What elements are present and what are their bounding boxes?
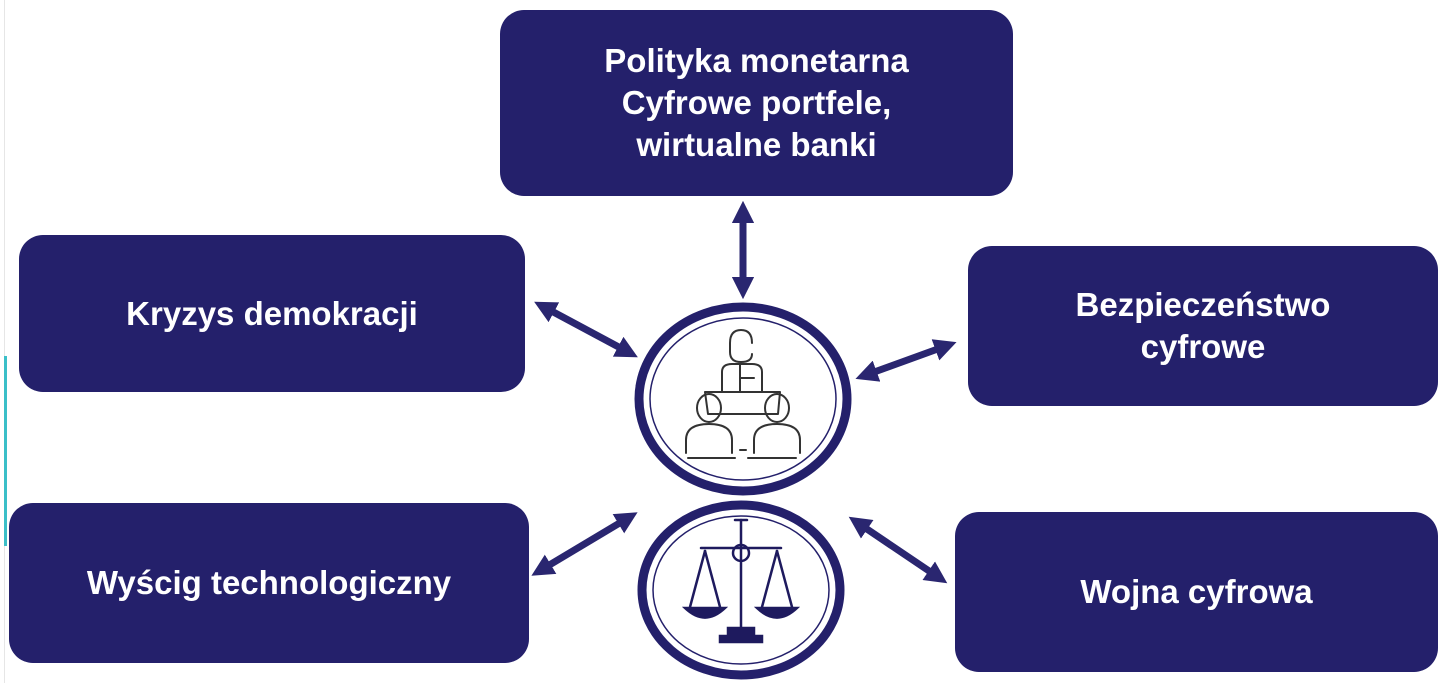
box-technology-race: Wyścig technologiczny	[9, 503, 529, 663]
left-edge-rule	[4, 0, 5, 683]
box-top-line-1: Polityka monetarna	[604, 42, 909, 79]
left-accent-bar	[4, 356, 7, 546]
box-left-lower-label: Wyścig technologiczny	[86, 564, 452, 601]
box-top-line-3: wirtualne banki	[636, 126, 877, 163]
box-top-line-2: Cyfrowe portfele,	[621, 84, 892, 121]
scales-of-justice-icon	[637, 500, 845, 680]
box-monetary-policy: Polityka monetarna Cyfrowe portfele, wir…	[500, 10, 1013, 196]
box-right-lower-label: Wojna cyfrowa	[1080, 573, 1313, 610]
box-digital-security: Bezpieczeństwo cyfrowe	[968, 246, 1438, 406]
box-left-upper-label: Kryzys demokracji	[126, 294, 418, 332]
arrow-left-lower	[531, 512, 638, 576]
box-right-upper-line-1: Bezpieczeństwo	[1075, 286, 1331, 323]
arrow-left-upper	[534, 301, 638, 358]
meeting-people-icon	[634, 302, 852, 496]
box-digital-war: Wojna cyfrowa	[955, 512, 1438, 672]
arrow-right-upper	[855, 339, 957, 382]
box-democracy-crisis: Kryzys demokracji	[19, 235, 525, 392]
box-right-upper-line-2: cyfrowe	[1140, 328, 1266, 365]
arrow-right-lower	[848, 516, 948, 584]
